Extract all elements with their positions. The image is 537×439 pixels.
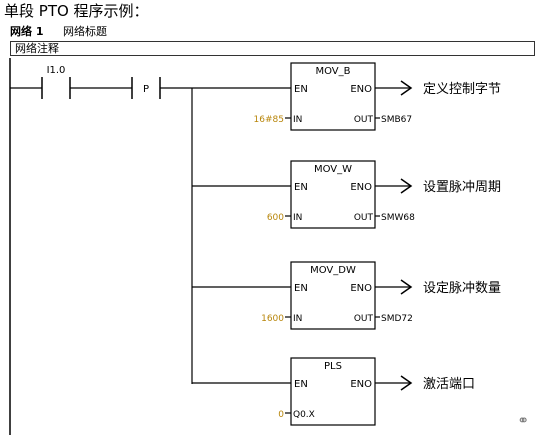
in-label: IN (293, 115, 302, 125)
box-outline (290, 261, 376, 330)
en-label: EN (294, 379, 308, 390)
box-note: 定义控制字节 (423, 82, 501, 97)
box-name: MOV_DW (310, 265, 356, 276)
edge-label: P (143, 84, 149, 95)
network-comment[interactable]: 网络注释 (10, 41, 535, 56)
network-header: 网络 1 网络标题 (10, 25, 107, 39)
arrow-icon (400, 80, 413, 96)
in-value: 16#85 (254, 115, 284, 125)
out-label: OUT (354, 115, 374, 125)
box-note: 激活端口 (423, 377, 475, 392)
arrow-icon (400, 375, 413, 391)
instruction-box-mov_w[interactable]: MOV_W EN ENO 设置脉冲周期 600 IN OUT SMW68 (192, 160, 501, 229)
out-value: SMB67 (381, 115, 412, 125)
en-label: EN (294, 84, 308, 95)
in-label: Q0.X (293, 410, 315, 420)
contact-address: I1.0 (47, 65, 66, 76)
in-value: 0 (278, 410, 284, 420)
box-name: MOV_B (315, 66, 350, 77)
eno-label: ENO (350, 84, 372, 95)
out-value: SMW68 (381, 213, 415, 223)
caption: 单段 PTO 程序示例： (4, 2, 149, 20)
box-name: MOV_W (314, 164, 352, 175)
positive-edge-contact[interactable]: P (131, 77, 161, 99)
in-label: IN (293, 213, 302, 223)
box-name: PLS (324, 361, 342, 372)
in-label: IN (293, 314, 302, 324)
network-number: 网络 1 (10, 25, 44, 38)
in-value: 600 (267, 213, 284, 223)
out-label: OUT (354, 314, 374, 324)
box-outline (290, 357, 376, 426)
watermark-icon: ⚭ (517, 413, 529, 429)
en-label: EN (294, 182, 308, 193)
eno-label: ENO (350, 379, 372, 390)
box-note: 设定脉冲数量 (423, 281, 501, 296)
box-outline (290, 62, 376, 131)
en-label: EN (294, 283, 308, 294)
arrow-icon (400, 178, 413, 194)
eno-label: ENO (350, 182, 372, 193)
in-value: 1600 (261, 314, 284, 324)
eno-label: ENO (350, 283, 372, 294)
contact-i1-0[interactable]: I1.0 (41, 65, 71, 99)
out-label: OUT (354, 213, 374, 223)
network-title[interactable]: 网络标题 (62, 25, 107, 38)
instruction-box-mov_b[interactable]: MOV_B EN ENO 定义控制字节 16#85 IN OUT SMB67 (254, 62, 501, 131)
instruction-box-pls[interactable]: PLS EN ENO 激活端口 0 Q0.X (192, 357, 475, 426)
arrow-icon (400, 279, 413, 295)
box-note: 设置脉冲周期 (423, 180, 501, 195)
box-outline (290, 160, 376, 229)
out-value: SMD72 (381, 314, 413, 324)
